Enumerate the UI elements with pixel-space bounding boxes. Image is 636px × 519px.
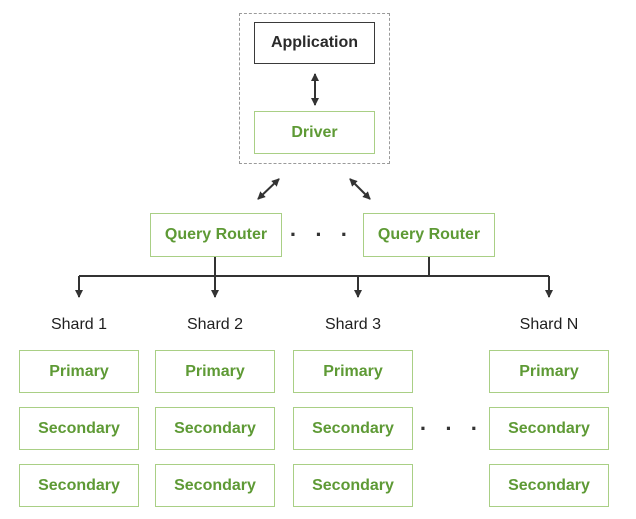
shard-3-secondary-2: Secondary	[293, 464, 413, 507]
shard-n-secondary-1: Secondary	[489, 407, 609, 450]
application-box: Application	[254, 22, 375, 64]
shard-2-secondary-2: Secondary	[155, 464, 275, 507]
shard-n-secondary-2: Secondary	[489, 464, 609, 507]
shard-3-secondary-1: Secondary	[293, 407, 413, 450]
shard-n-primary: Primary	[489, 350, 609, 393]
driver-box: Driver	[254, 111, 375, 154]
shard-2-label: Shard 2	[186, 316, 244, 333]
shard-1-secondary-2: Secondary	[19, 464, 139, 507]
client-router-2-arrow	[349, 178, 371, 200]
client-router-1-arrow	[257, 178, 280, 200]
router-ellipsis: · · ·	[289, 222, 355, 247]
shard-3-primary: Primary	[293, 350, 413, 393]
shard-1-primary: Primary	[19, 350, 139, 393]
shard-ellipsis: · · ·	[419, 416, 485, 441]
query-router-2: Query Router	[363, 213, 495, 257]
shard-3-label: Shard 3	[324, 316, 382, 333]
query-router-1: Query Router	[150, 213, 282, 257]
client-group	[239, 13, 390, 164]
shard-2-primary: Primary	[155, 350, 275, 393]
shard-n-label: Shard N	[519, 316, 579, 333]
shard-1-label: Shard 1	[50, 316, 108, 333]
shard-1-secondary-1: Secondary	[19, 407, 139, 450]
shard-2-secondary-1: Secondary	[155, 407, 275, 450]
